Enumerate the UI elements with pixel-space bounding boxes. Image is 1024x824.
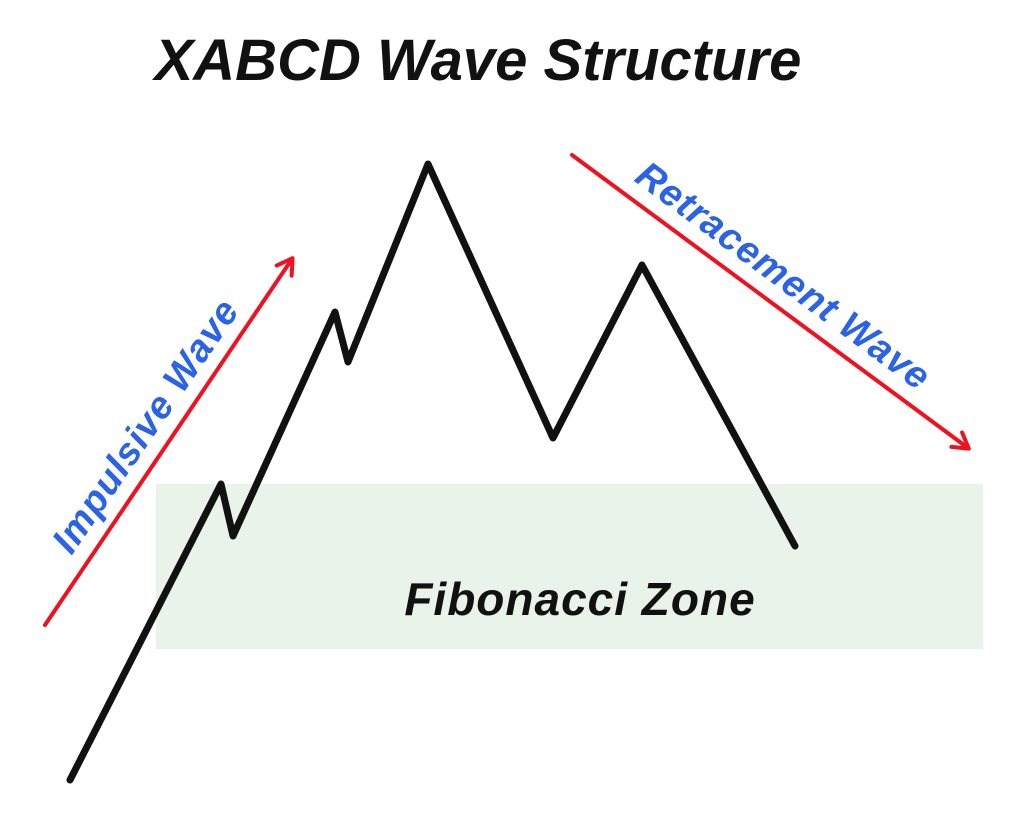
impulsive-arrow: [43, 256, 295, 627]
retracement-arrow: [570, 153, 971, 451]
fibonacci-zone-label: Fibonacci Zone: [404, 573, 755, 625]
page-title: XABCD Wave Structure: [152, 28, 802, 93]
fibonacci-zone-band: [156, 484, 983, 649]
retracement-wave-label: Retracement Wave: [628, 154, 939, 399]
wave-path: [66, 160, 799, 784]
